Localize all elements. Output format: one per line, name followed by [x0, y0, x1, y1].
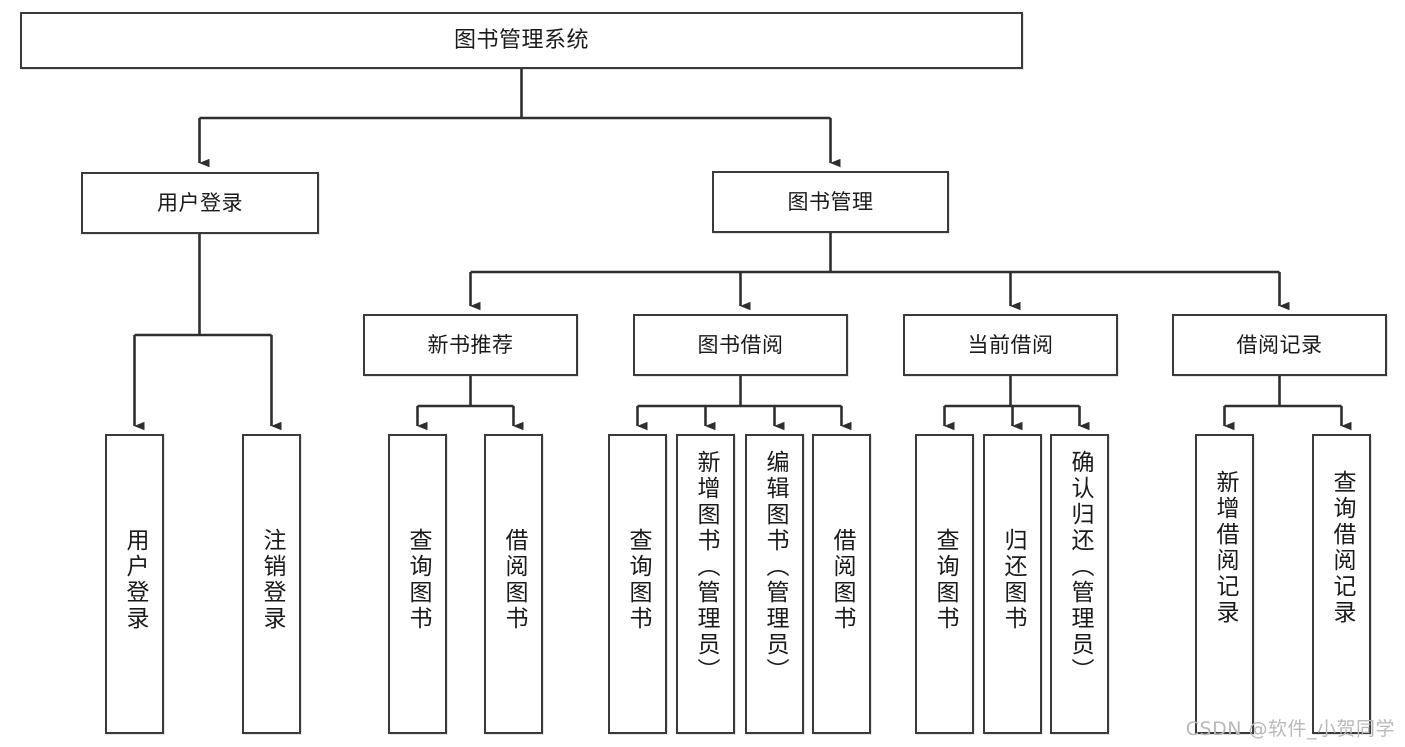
node-current-borrow-label: 当前借阅 [967, 332, 1054, 357]
node-leaf-query-record-label: 查询借阅记录 [1329, 470, 1355, 626]
node-leaf-confirm-return-label: 确认归还（管理员） [1067, 450, 1093, 684]
node-leaf-query-book-1[interactable]: 查询图书 [388, 434, 447, 734]
node-borrow-record-label: 借阅记录 [1236, 332, 1323, 357]
node-book-borrow[interactable]: 图书借阅 [633, 314, 848, 376]
node-borrow-record[interactable]: 借阅记录 [1172, 314, 1387, 376]
node-leaf-return-book[interactable]: 归还图书 [983, 434, 1042, 734]
node-leaf-edit-book-label: 编辑图书（管理员） [762, 450, 788, 684]
node-leaf-edit-book[interactable]: 编辑图书（管理员） [745, 434, 804, 734]
node-root[interactable]: 图书管理系统 [20, 12, 1023, 69]
node-leaf-logout[interactable]: 注销登录 [242, 434, 301, 734]
node-leaf-user-login[interactable]: 用户登录 [105, 434, 164, 734]
node-leaf-user-login-label: 用户登录 [122, 528, 148, 632]
node-leaf-add-record-label: 新增借阅记录 [1212, 470, 1238, 626]
node-leaf-confirm-return[interactable]: 确认归还（管理员） [1050, 434, 1109, 734]
node-leaf-return-book-label: 归还图书 [1000, 528, 1026, 632]
node-leaf-query-book-3[interactable]: 查询图书 [915, 434, 974, 734]
node-user-login-label: 用户登录 [157, 190, 243, 215]
node-user-login[interactable]: 用户登录 [81, 172, 319, 234]
node-leaf-query-book-2[interactable]: 查询图书 [608, 434, 667, 734]
watermark-text: CSDN @软件_小贺同学 [1185, 718, 1395, 740]
node-leaf-query-book-3-label: 查询图书 [932, 528, 958, 632]
node-book-manage-label: 图书管理 [787, 189, 874, 214]
node-leaf-query-book-1-label: 查询图书 [405, 528, 431, 632]
node-leaf-borrow-book-2-label: 借阅图书 [829, 528, 855, 632]
node-leaf-add-book[interactable]: 新增图书（管理员） [676, 434, 735, 734]
node-leaf-query-book-2-label: 查询图书 [625, 528, 651, 632]
node-book-manage[interactable]: 图书管理 [712, 171, 949, 233]
node-leaf-borrow-book-1-label: 借阅图书 [501, 528, 527, 632]
node-new-book-rec-label: 新书推荐 [427, 332, 514, 357]
node-leaf-query-record[interactable]: 查询借阅记录 [1312, 434, 1371, 734]
node-leaf-add-record[interactable]: 新增借阅记录 [1195, 434, 1254, 734]
node-leaf-add-book-label: 新增图书（管理员） [693, 450, 719, 684]
node-root-label: 图书管理系统 [453, 27, 589, 53]
node-leaf-logout-label: 注销登录 [259, 528, 285, 632]
node-leaf-borrow-book-1[interactable]: 借阅图书 [484, 434, 543, 734]
node-current-borrow[interactable]: 当前借阅 [903, 314, 1118, 376]
node-book-borrow-label: 图书借阅 [697, 332, 784, 357]
node-new-book-rec[interactable]: 新书推荐 [363, 314, 578, 376]
node-leaf-borrow-book-2[interactable]: 借阅图书 [812, 434, 871, 734]
